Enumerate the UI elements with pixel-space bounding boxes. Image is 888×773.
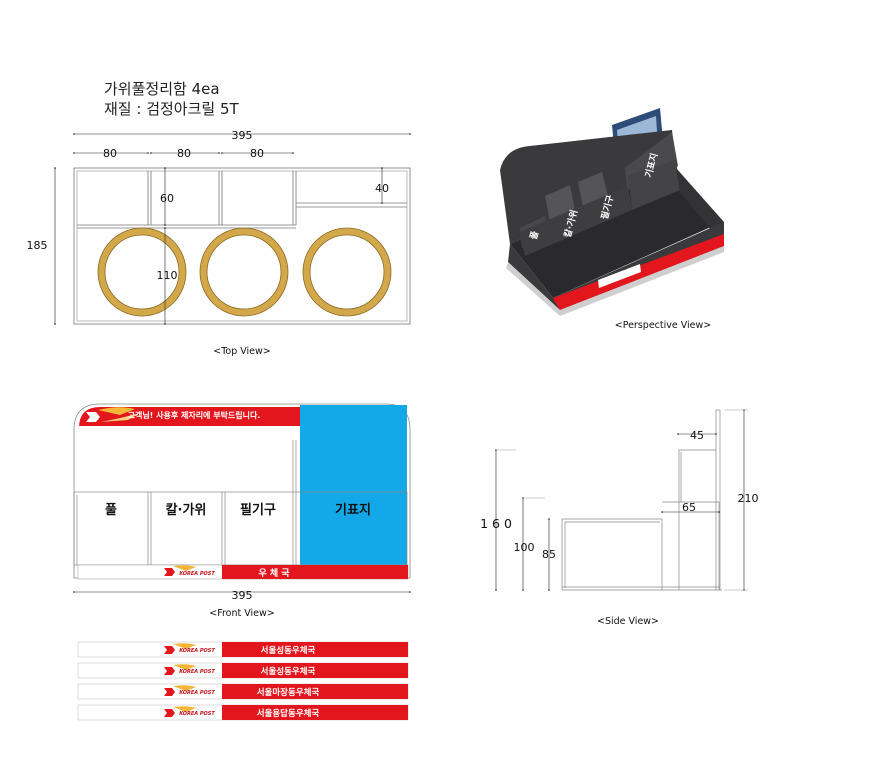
dim-depth: 185 xyxy=(27,239,48,252)
strip-name-1: 서울성동우체국 xyxy=(261,645,316,656)
perspective-caption: <Perspective View> xyxy=(615,320,712,331)
blue-card-panel xyxy=(300,405,407,565)
side-view xyxy=(561,409,722,591)
front-brand-text: KOREA POST xyxy=(179,571,215,577)
korea-post-logo xyxy=(86,407,140,422)
side-dim-top: 45 xyxy=(690,429,704,442)
strip-brand-1: KOREA POST xyxy=(179,648,215,654)
side-dim-85: 85 xyxy=(542,548,556,561)
perspective-view xyxy=(500,108,724,316)
drawing-title: 가위풀정리함 4ea xyxy=(104,80,220,98)
top-view-dimensions xyxy=(54,133,411,325)
strip-name-4: 서울용답동우체국 xyxy=(257,708,320,719)
material-spec: 재질 : 검정아크릴 5T xyxy=(104,100,239,118)
side-dim-total: 210 xyxy=(738,492,759,505)
front-view xyxy=(73,403,411,580)
front-compartment-4: 기표지 xyxy=(335,503,371,518)
name-strip xyxy=(77,641,409,658)
top-view xyxy=(73,167,411,325)
name-strip xyxy=(77,662,409,679)
dim-slot-3: 80 xyxy=(250,147,264,160)
front-banner xyxy=(79,407,300,428)
name-strip xyxy=(77,683,409,700)
name-strip xyxy=(77,704,409,721)
dim-slot-height: 60 xyxy=(160,192,174,205)
side-dim-step: 65 xyxy=(682,501,696,514)
front-compartment-2: 칼·가위 xyxy=(166,503,207,518)
top-view-holes xyxy=(97,227,392,317)
top-view-outline xyxy=(73,167,411,325)
side-view-caption: <Side View> xyxy=(597,616,659,627)
side-dim-160: 1 6 0 xyxy=(480,516,512,531)
dim-circle: 110 xyxy=(157,269,178,282)
name-strips xyxy=(77,641,409,721)
persp-label-1: 풀 xyxy=(528,230,541,241)
front-compartment-3: 필기구 xyxy=(240,503,276,518)
front-footer-band xyxy=(222,565,408,579)
front-footer-text: 우 체 국 xyxy=(258,567,290,579)
strip-brand-3: KOREA POST xyxy=(179,690,215,696)
dim-slot-1: 80 xyxy=(103,147,117,160)
strip-name-3: 서울마장동우체국 xyxy=(257,687,320,698)
front-banner-text: 고객님! 사용후 제자리에 부탁드립니다. xyxy=(128,410,261,420)
side-view-dimensions xyxy=(495,409,748,591)
side-dim-100: 100 xyxy=(514,541,535,554)
dim-step: 40 xyxy=(375,182,389,195)
top-view-caption: <Top View> xyxy=(213,346,271,357)
strip-brand-4: KOREA POST xyxy=(179,711,215,717)
strip-name-2: 서울성동우체국 xyxy=(261,666,316,677)
strip-brand-2: KOREA POST xyxy=(179,669,215,675)
front-dim-width: 395 xyxy=(232,589,253,602)
dim-total-width: 395 xyxy=(232,129,253,142)
dim-slot-2: 80 xyxy=(177,147,191,160)
front-view-caption: <Front View> xyxy=(209,608,275,619)
front-compartment-1: 풀 xyxy=(105,503,117,518)
